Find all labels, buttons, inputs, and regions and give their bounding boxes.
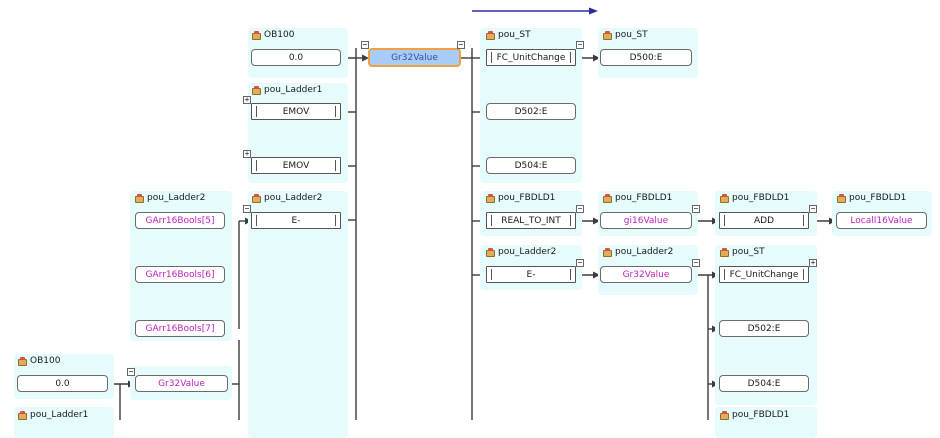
node-header-label: pou_FBDLD1 xyxy=(615,193,673,203)
node-emov-2[interactable]: EMOV xyxy=(251,157,341,174)
pou-icon xyxy=(837,193,847,203)
node-header-label: OB100 xyxy=(30,356,61,366)
collapse-toggle[interactable]: − xyxy=(692,204,700,213)
node-header-label: pou_Ladder1 xyxy=(264,85,323,95)
node-pou-ladder1-header: pou_Ladder1 xyxy=(252,83,322,97)
pou-icon xyxy=(486,193,496,203)
var-d504e-2[interactable]: D504:E xyxy=(719,375,809,392)
fb-fc-unitchange[interactable]: FC_UnitChange xyxy=(486,49,576,66)
node-header-label: pou_FBDLD1 xyxy=(732,193,790,203)
node-ob100-header: OB100 xyxy=(252,28,294,42)
pou-icon xyxy=(603,193,613,203)
pou-icon xyxy=(720,247,730,257)
node-header: pou_FBDLD1 xyxy=(603,191,672,205)
collapse-toggle[interactable]: − xyxy=(576,204,584,213)
node-header-label: pou_Ladder1 xyxy=(30,410,89,420)
node-header: pou_Ladder2 xyxy=(486,245,556,259)
node-header: OB100 xyxy=(18,354,60,368)
var-d502e-2[interactable]: D502:E xyxy=(719,320,809,337)
var-garr16bools-7[interactable]: GArr16Bools[7] xyxy=(135,320,225,337)
collapse-toggle[interactable]: − xyxy=(361,40,369,49)
node-header: pou_FBDLD1 xyxy=(720,191,789,205)
pou-icon xyxy=(486,247,496,257)
node-header: pou_Ladder2 xyxy=(603,245,673,259)
node-header-label: pou_Ladder2 xyxy=(498,247,557,257)
collapse-toggle[interactable]: − xyxy=(127,367,135,376)
pou-icon xyxy=(720,410,730,420)
pou-icon xyxy=(18,356,28,366)
collapse-toggle[interactable]: − xyxy=(576,258,584,267)
node-pou-ladder2-e[interactable] xyxy=(248,191,348,438)
pou-icon xyxy=(252,193,262,203)
node-e-minus[interactable]: E- xyxy=(251,212,341,229)
fb-fc-unitchange-2[interactable]: FC_UnitChange xyxy=(719,266,809,283)
node-header-label: pou_ST xyxy=(615,30,648,40)
node-header: pou_FBDLD1 xyxy=(720,408,789,422)
var-d504e[interactable]: D504:E xyxy=(486,157,576,174)
expand-toggle[interactable]: + xyxy=(243,149,251,158)
pou-icon xyxy=(720,193,730,203)
node-header-label: OB100 xyxy=(264,30,295,40)
pou-icon xyxy=(486,30,496,40)
var-garr16bools-5[interactable]: GArr16Bools[5] xyxy=(135,212,225,229)
pou-icon xyxy=(18,410,28,420)
pou-icon xyxy=(603,247,613,257)
node-header-label: pou_FBDLD1 xyxy=(498,193,556,203)
node-header: pou_Ladder1 xyxy=(18,408,88,422)
collapse-toggle[interactable]: − xyxy=(243,204,251,213)
node-header-label: pou_Ladder2 xyxy=(264,193,323,203)
selected-var-gr32value[interactable]: Gr32Value xyxy=(368,48,461,67)
node-pou-st-d500-header: pou_ST xyxy=(603,28,648,42)
node-header-label: pou_ST xyxy=(498,30,531,40)
fb-real-to-int[interactable]: REAL_TO_INT xyxy=(486,212,576,229)
pou-icon xyxy=(603,30,613,40)
node-header: pou_FBDLD1 xyxy=(486,191,555,205)
collapse-toggle[interactable]: − xyxy=(692,258,700,267)
expand-toggle[interactable]: + xyxy=(243,95,251,104)
collapse-toggle[interactable]: − xyxy=(576,40,584,49)
node-pou-ladder2-vars-header: pou_Ladder2 xyxy=(135,191,205,205)
pou-icon xyxy=(252,30,262,40)
var-d500e[interactable]: D500:E xyxy=(600,49,692,66)
node-header-label: pou_FBDLD1 xyxy=(732,410,790,420)
node-ob100-bottom-value[interactable]: 0.0 xyxy=(17,375,108,392)
var-garr16bools-6[interactable]: GArr16Bools[6] xyxy=(135,266,225,283)
var-locali16value[interactable]: LocalI16Value xyxy=(836,212,927,229)
node-pou-ladder2-header: pou_Ladder2 xyxy=(252,191,322,205)
var-gr32value[interactable]: Gr32Value xyxy=(600,266,692,283)
node-header-label: pou_Ladder2 xyxy=(147,193,206,203)
node-header: pou_FBDLD1 xyxy=(837,191,906,205)
node-header-label: pou_FBDLD1 xyxy=(849,193,907,203)
node-header: pou_ST xyxy=(720,245,765,259)
node-emov-1[interactable]: EMOV xyxy=(251,103,341,120)
var-gi16value[interactable]: gi16Value xyxy=(600,212,692,229)
pou-icon xyxy=(252,85,262,95)
fb-e-minus[interactable]: E- xyxy=(486,266,576,283)
collapse-toggle[interactable]: − xyxy=(809,204,817,213)
collapse-toggle[interactable]: − xyxy=(457,40,465,49)
node-pou-fbdld1-bottom[interactable] xyxy=(715,407,817,438)
node-pou-st-header: pou_ST xyxy=(486,28,531,42)
var-gr32value-bottom[interactable]: Gr32Value xyxy=(135,375,228,392)
node-pou-ladder1-bottom[interactable] xyxy=(14,407,114,438)
node-ob100-value[interactable]: 0.0 xyxy=(251,49,341,66)
pou-icon xyxy=(135,193,145,203)
node-header-label: pou_Ladder2 xyxy=(615,247,674,257)
expand-toggle[interactable]: + xyxy=(809,258,817,267)
fb-add[interactable]: ADD xyxy=(719,212,809,229)
var-d502e[interactable]: D502:E xyxy=(486,103,576,120)
node-header-label: pou_ST xyxy=(732,247,765,257)
